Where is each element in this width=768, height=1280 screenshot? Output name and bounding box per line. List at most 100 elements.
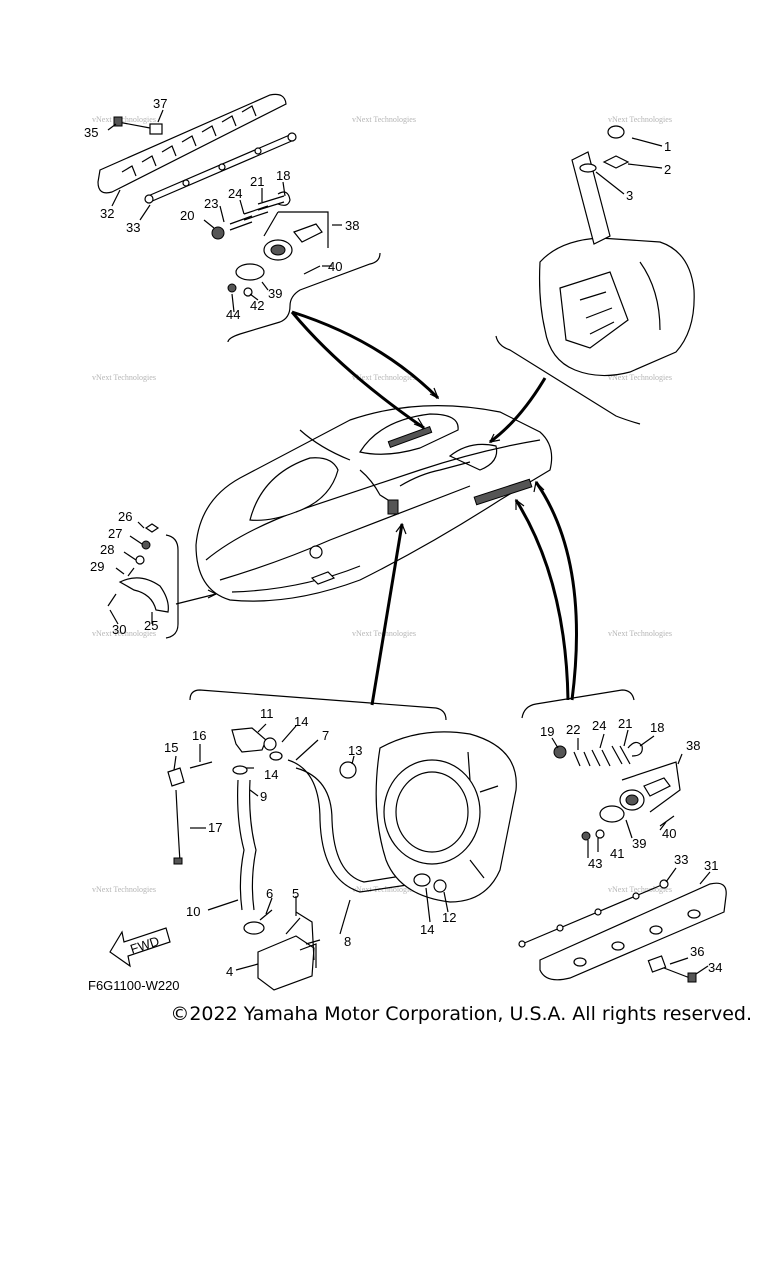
arrow — [534, 481, 578, 701]
callout-31: 31 — [704, 858, 718, 873]
callout-34: 34 — [708, 960, 722, 975]
nut — [144, 523, 160, 533]
callout-5: 5 — [292, 886, 299, 901]
housing-studs — [467, 751, 499, 879]
rail-cover — [539, 882, 727, 981]
top-right-parts — [538, 125, 695, 377]
strip-stud — [556, 924, 564, 932]
rail-strip — [521, 883, 665, 945]
callout-30: 30 — [112, 622, 126, 637]
watermark: vNext Technologies — [608, 373, 672, 382]
callout-26: 26 — [118, 509, 132, 524]
callout-14: 14 — [264, 767, 278, 782]
callouts: 37 35 32 33 18 21 24 23 20 38 40 39 42 4… — [84, 96, 722, 979]
watermark: vNext Technologies — [608, 115, 672, 124]
cap — [309, 545, 323, 559]
watermark: vNext Technologies — [92, 115, 156, 124]
deck-rail — [387, 426, 433, 448]
callout-13: 13 — [348, 743, 362, 758]
nose — [249, 457, 339, 521]
filter-cap — [243, 921, 265, 935]
pump-area — [448, 443, 498, 471]
nut-small — [227, 283, 237, 293]
rail-cover — [97, 93, 287, 194]
callout-24: 24 — [592, 718, 606, 733]
callout-22: 22 — [566, 722, 580, 737]
washer — [595, 829, 605, 839]
callout-23: 23 — [204, 196, 218, 211]
washer — [135, 555, 145, 565]
callout-38: 38 — [686, 738, 700, 753]
watermark: vNext Technologies — [352, 885, 416, 894]
callout-21: 21 — [618, 716, 632, 731]
clamp — [433, 879, 447, 893]
rail-slots — [121, 105, 257, 177]
hull-line — [219, 485, 471, 581]
filter-box — [387, 499, 399, 515]
clamp-ring — [269, 751, 283, 761]
pump-edge — [639, 261, 661, 331]
callout-40: 40 — [662, 826, 676, 841]
bolt-head — [113, 116, 123, 127]
callout-38: 38 — [345, 218, 359, 233]
strip-stud — [254, 147, 262, 155]
leader-lines — [107, 109, 342, 313]
callout-33: 33 — [674, 852, 688, 867]
clamp — [118, 577, 169, 613]
screw — [127, 567, 135, 577]
callout-21: 21 — [250, 174, 264, 189]
callout-35: 35 — [84, 125, 98, 140]
screw — [659, 815, 675, 827]
hose — [249, 779, 257, 911]
pin — [259, 909, 273, 921]
arrowhead — [207, 589, 218, 599]
fwd-arrow — [109, 927, 171, 968]
arrowhead — [413, 417, 426, 430]
collar — [647, 955, 667, 973]
callout-10: 10 — [186, 904, 200, 919]
nut — [211, 226, 225, 240]
drain-box-outline — [263, 211, 329, 248]
tie-strap — [175, 789, 181, 863]
filter-case — [257, 935, 315, 991]
callout-14: 14 — [294, 714, 308, 729]
bottom-left-parts: FWD — [109, 723, 517, 991]
callout-4: 4 — [226, 964, 233, 979]
ring — [579, 163, 597, 173]
callout-39: 39 — [268, 286, 282, 301]
pointer-arrows — [175, 310, 578, 706]
hose — [295, 767, 415, 883]
drain-lever — [643, 777, 671, 797]
nut-small — [581, 831, 591, 841]
clamp — [413, 873, 431, 887]
bolt-u — [277, 191, 291, 206]
strip-end — [287, 132, 297, 142]
clamp-ring — [232, 765, 248, 775]
hull — [195, 405, 553, 602]
arrowhead — [515, 498, 525, 510]
leader-lines — [109, 521, 153, 625]
drain-box-outline — [621, 761, 681, 813]
hull-line — [205, 439, 541, 561]
bolt — [117, 121, 151, 129]
group-bracket-bottom-right — [521, 689, 635, 719]
callout-37: 37 — [153, 96, 167, 111]
drain-lever — [293, 223, 323, 243]
top-left-parts — [97, 93, 342, 313]
leader-lines — [173, 723, 449, 971]
arrowhead — [395, 522, 407, 535]
plate — [229, 215, 253, 231]
callout-36: 36 — [690, 944, 704, 959]
arrowhead — [533, 480, 545, 493]
copyright-notice: ©2022 Yamaha Motor Corporation, U.S.A. A… — [170, 1003, 752, 1025]
watermark: vNext Technologies — [92, 373, 156, 382]
group-bracket-top-right — [495, 335, 641, 425]
watercraft — [195, 405, 553, 602]
tube — [571, 151, 611, 245]
callout-16: 16 — [192, 728, 206, 743]
elbow — [231, 727, 267, 753]
callout-44: 44 — [226, 307, 240, 322]
gasket — [235, 263, 265, 281]
callout-17: 17 — [208, 820, 222, 835]
